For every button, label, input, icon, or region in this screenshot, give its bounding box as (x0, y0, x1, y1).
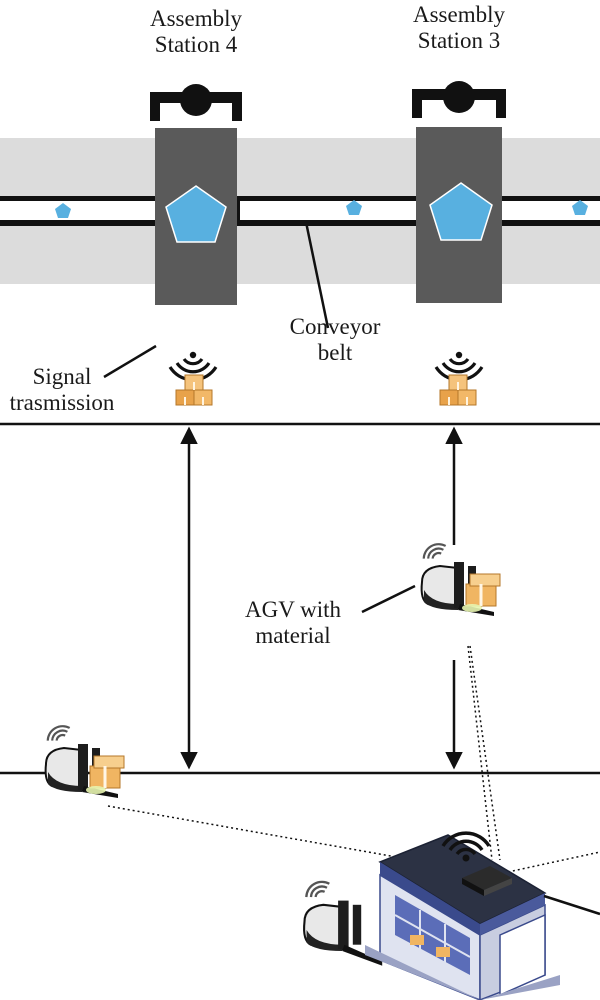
agv-forklift-icon (418, 537, 502, 618)
assembly-station-3 (412, 81, 506, 303)
gripper-icon (412, 81, 506, 118)
stacked-boxes-icon (175, 374, 213, 406)
signal-leader (103, 344, 157, 379)
label-assembly-station-3: Assembly Station 3 (413, 2, 505, 53)
part-on-belt (346, 200, 362, 215)
conveyor-belt (0, 196, 600, 226)
label-conveyor-belt: Conveyor belt (289, 314, 381, 365)
warehouse-leader (543, 894, 600, 916)
pentagon-part-icon (165, 185, 227, 243)
agv-forklift-icon (303, 880, 383, 966)
agv-leader (361, 584, 416, 614)
label-assembly-station-4: Assembly Station 4 (150, 6, 242, 57)
part-on-belt (572, 200, 588, 215)
pentagon-part-icon (429, 182, 493, 241)
conveyor-leader (304, 221, 330, 329)
stacked-boxes-icon (439, 374, 477, 406)
label-agv-with-material: AGV with material (244, 597, 342, 648)
communication-links (107, 645, 600, 873)
label-signal-transmission: Signal trasmission (9, 364, 115, 415)
agv-forklift-icon (42, 719, 126, 800)
part-on-belt (55, 203, 71, 218)
gripper-icon (150, 84, 242, 121)
warehouse-icon (365, 831, 560, 1000)
assembly-station-4 (150, 84, 242, 305)
